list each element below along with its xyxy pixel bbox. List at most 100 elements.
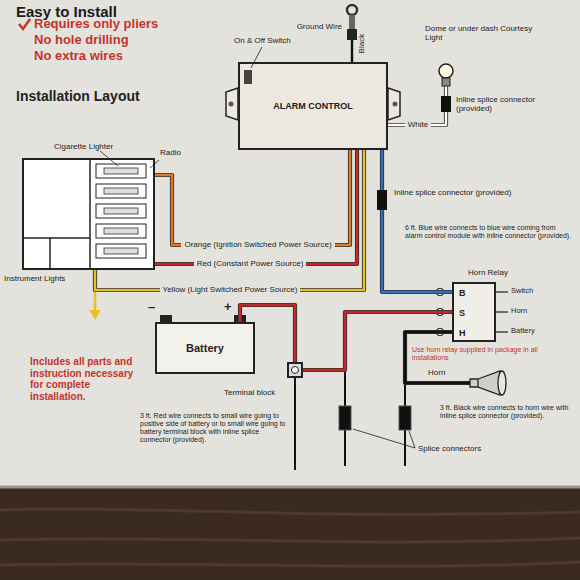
fuse (104, 228, 138, 234)
fuse (104, 248, 138, 254)
ring-terminal (349, 15, 355, 29)
horn-shape (470, 370, 510, 396)
fuse (104, 168, 138, 174)
splice-connector (339, 406, 351, 430)
wire-label: Red (Constant Power Source) (194, 259, 307, 268)
annotation: Instrument Lights (4, 274, 92, 283)
wire-casing (388, 86, 446, 125)
fuse (104, 188, 138, 194)
annotation: No hole drilling (34, 33, 254, 48)
courtesy-light: Dome or under dash Courtesy Light (436, 62, 456, 86)
fuse-divider (89, 158, 91, 270)
fuse-slot (96, 224, 146, 238)
relay-pin (496, 331, 508, 332)
fuse-slot (96, 184, 146, 198)
node-label: Dome or under dash Courtesy Light (425, 24, 545, 42)
terminal-block: Terminal block (287, 362, 303, 378)
wire (388, 86, 446, 125)
annotation: – (148, 300, 160, 315)
annotation: Includes all parts and instruction neces… (30, 356, 134, 402)
annotation: Installation Layout (16, 88, 216, 104)
wire-label: Orange (Ignition Switched Power Source) (181, 240, 334, 249)
ring-terminal (347, 29, 357, 40)
inline-splice-connector (441, 96, 451, 112)
annotation: Requires only pliers (34, 17, 254, 32)
annotation: + (224, 300, 236, 315)
wire (155, 150, 350, 245)
ground-wire (351, 40, 353, 62)
mounting-tab (388, 88, 400, 120)
mounting-hole (393, 102, 398, 107)
alarm-control-box: ALARM CONTROL (238, 62, 388, 150)
horn-mouth (498, 371, 506, 395)
bulb-base (442, 78, 450, 86)
leader-line (353, 429, 415, 448)
wire-casing (155, 150, 357, 264)
fuse (104, 208, 138, 214)
annotation: Ground Wire (276, 22, 342, 31)
yellow-arrow (94, 290, 97, 312)
battery: Battery (155, 322, 255, 374)
node-label: Battery (157, 342, 253, 355)
courtesy-light-shape (436, 62, 456, 86)
wire (155, 150, 357, 264)
terminal-block-shape (289, 364, 305, 380)
terminal-screw (292, 367, 299, 374)
annotation: Use horn relay supplied in package in al… (412, 346, 574, 362)
annotation: Inline splice connector (provided) (394, 188, 516, 197)
annotation: On & Off Switch (234, 36, 324, 45)
node-label: Horn (428, 368, 464, 377)
annotation: Inline splice connector (provided) (456, 95, 568, 113)
yellow-arrow (89, 310, 101, 320)
fuse-slot (96, 204, 146, 218)
check-mark (19, 19, 30, 29)
fuse-slot (96, 244, 146, 258)
annotation: 3 ft. Red wire connects to small wire go… (140, 412, 290, 444)
annotation: No extra wires (34, 49, 254, 64)
box-edge (0, 486, 580, 489)
wood-grain (0, 509, 580, 566)
pin-letter: S (459, 308, 473, 318)
fuse-divider (49, 238, 51, 270)
wire-label: Yellow (Light Switched Power Source) (160, 285, 301, 294)
node-label: ALARM CONTROL (240, 101, 386, 111)
inline-splice-connector (377, 190, 387, 210)
wire-casing (303, 312, 452, 370)
relay-pin (496, 291, 508, 292)
ring-terminal (347, 5, 357, 15)
relay-pin (496, 311, 508, 312)
box-ground (0, 0, 580, 488)
wire-casing (382, 150, 452, 292)
battery-post (160, 315, 172, 322)
wire (294, 378, 296, 470)
horn-bell (470, 371, 500, 395)
wire (382, 150, 452, 292)
annotation: Black (357, 24, 366, 64)
leader-line (251, 47, 262, 68)
annotation: Horn (511, 307, 561, 316)
switch-symbol (244, 70, 252, 84)
fuse-row (96, 164, 146, 258)
wire-casing (155, 150, 350, 245)
alarm-body (238, 62, 388, 150)
node-label: Cigarette Lighter (54, 142, 149, 151)
annotation: Splice connectors (418, 444, 518, 453)
pin-letter: H (459, 328, 473, 338)
annotation: Radio (160, 148, 200, 157)
pin-letter: B (459, 288, 473, 298)
bulb-glass (439, 64, 453, 78)
fuse-slot (96, 164, 146, 178)
fuse-box: Cigarette Lighter (22, 158, 155, 270)
node-label: Terminal block (224, 388, 299, 397)
wire-label: White (405, 120, 431, 129)
leader-line (409, 431, 415, 448)
table-ground (0, 486, 580, 580)
splice-connector (399, 406, 411, 430)
wire (303, 312, 452, 370)
horn-relay: Horn RelayBSH (452, 282, 496, 342)
fuse-divider (22, 237, 90, 239)
horn: Horn (470, 370, 510, 396)
node-label: Horn Relay (468, 268, 538, 277)
annotation: Switch (511, 287, 561, 296)
